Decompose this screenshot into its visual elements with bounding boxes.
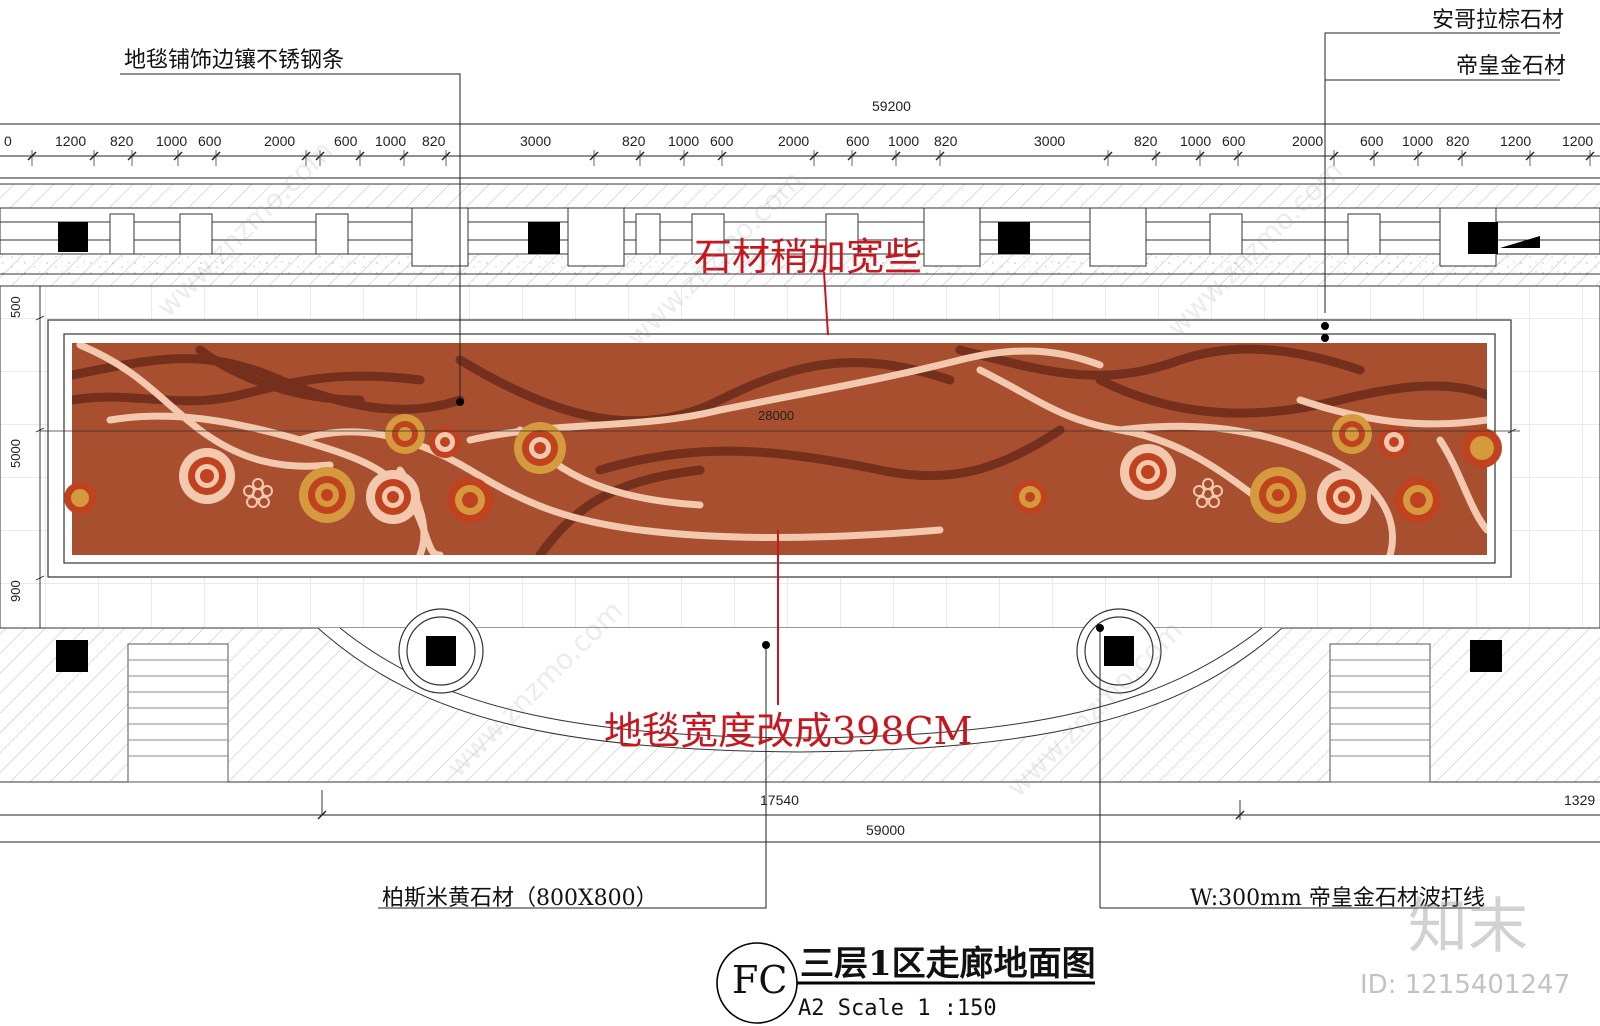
markup-carpet-width: 地毯宽度改成398CM xyxy=(604,709,973,753)
top-dimension-segment: 1200 xyxy=(1500,133,1532,149)
top-dimension-segment: 820 xyxy=(1446,133,1470,149)
dimension-left-900: 900 xyxy=(8,580,23,602)
top-dimension-segment: 1000 xyxy=(1402,133,1434,149)
top-dimension-segment: 3000 xyxy=(1034,133,1066,149)
leader-lines xyxy=(120,32,1560,909)
stone-gold-label: 帝皇金石材 xyxy=(1456,54,1567,79)
top-dimension-segment: 600 xyxy=(710,133,734,149)
top-dimension-segment: 2000 xyxy=(1292,133,1324,149)
top-dimension-segment: 1200 xyxy=(1562,133,1594,149)
dimension-carpet-length: 28000 xyxy=(758,408,795,423)
top-dimension-segment: 600 xyxy=(1222,133,1246,149)
top-dimension-segment: 2000 xyxy=(264,133,296,149)
top-dimension-segment: 600 xyxy=(198,133,222,149)
top-dimension-segment: 1000 xyxy=(668,133,700,149)
markup-stone-widen: 石材稍加宽些 xyxy=(694,235,923,279)
top-dimension-segment: 2000 xyxy=(778,133,810,149)
stairs-left xyxy=(127,643,229,783)
top-dimension-segment: 820 xyxy=(934,133,958,149)
dimension-left-5000: 5000 xyxy=(8,439,23,468)
dimension-overall-top: 59200 xyxy=(872,98,911,114)
bottom-dimension-lines xyxy=(0,790,1600,843)
stone-brown-label: 安哥拉棕石材 xyxy=(1432,8,1565,33)
top-dimension-segment: 820 xyxy=(622,133,646,149)
top-dimension-segment: 3000 xyxy=(520,133,552,149)
floor-stone-label: 柏斯米黄石材（800X800） xyxy=(382,886,658,911)
wave-line-label: W:300mm 帝皇金石材波打线 xyxy=(1190,886,1485,911)
top-dimension-segment: 600 xyxy=(1360,133,1384,149)
top-dimension-segment: 1200 xyxy=(55,133,87,149)
watermark-brand: 知末 xyxy=(1408,892,1528,962)
top-dimension-segment: 1000 xyxy=(375,133,407,149)
stairs-right xyxy=(1329,643,1431,783)
carpet-trim-label: 地毯铺饰边镶不锈钢条 xyxy=(124,48,345,73)
dimension-bottom-1329: 1329 xyxy=(1564,792,1596,808)
dimension-bottom-overall: 59000 xyxy=(866,822,905,838)
top-dimension-segment: 820 xyxy=(1134,133,1158,149)
leader-dots xyxy=(456,322,1329,649)
top-dimension-segment: 600 xyxy=(334,133,358,149)
carpet-flower-motifs xyxy=(243,478,1223,508)
top-dimension-segment: 1000 xyxy=(1180,133,1212,149)
title-symbol: FC xyxy=(732,958,788,1002)
red-markup-lines xyxy=(777,271,829,705)
watermark-id: ID: 1215401247 xyxy=(1360,970,1571,1000)
dimension-left-500: 500 xyxy=(8,296,23,318)
carpet-circle-motifs xyxy=(64,414,1502,524)
top-dimension-segment: 1000 xyxy=(888,133,920,149)
drawing-title: 三层1区走廊地面图 xyxy=(800,944,1096,984)
top-dimension-segment: 0 xyxy=(4,133,12,149)
top-dimension-segment: 600 xyxy=(846,133,870,149)
drawing-scale: A2 Scale 1 :150 xyxy=(798,996,997,1021)
top-dimension-segment: 1000 xyxy=(156,133,188,149)
title-block-lines xyxy=(716,942,1095,1024)
dimension-bottom-17540: 17540 xyxy=(760,792,799,808)
top-wall xyxy=(0,183,1600,275)
left-dimension-lines xyxy=(35,286,1517,628)
top-dimension-segment: 820 xyxy=(422,133,446,149)
carpet xyxy=(64,343,1502,555)
top-dimension-segment: 820 xyxy=(110,133,134,149)
top-dimension-ticks xyxy=(27,150,1595,166)
